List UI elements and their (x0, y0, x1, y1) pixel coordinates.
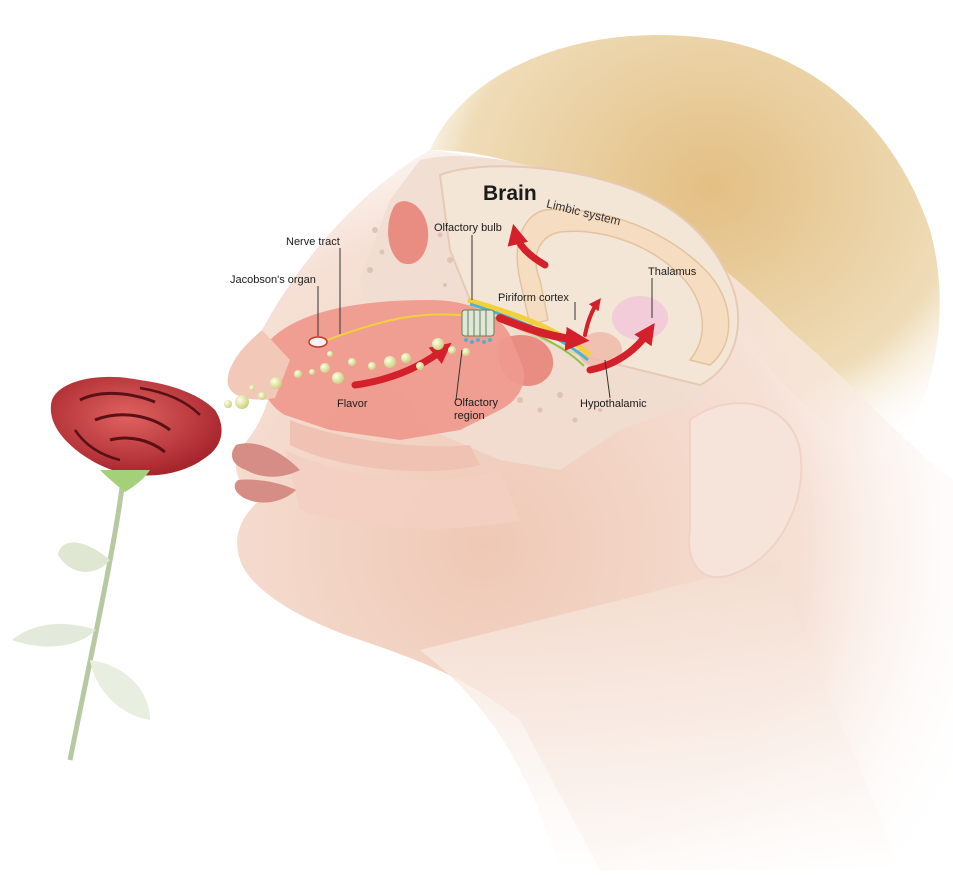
hypothalamic-label: Hypothalamic (580, 398, 647, 411)
jacobsons-organ-label: Jacobson's organ (230, 274, 316, 287)
rose-stem (70, 488, 122, 760)
olfactory-bulb-label: Olfactory bulb (434, 222, 502, 235)
rose-leaf-3 (90, 660, 150, 720)
olfactory-region-line1: Olfactory (454, 397, 534, 410)
brain-label: Brain (483, 182, 537, 206)
rose-leaf-1 (58, 543, 110, 572)
nerve-tract-label: Nerve tract (286, 236, 340, 249)
jacobsons-organ (309, 337, 327, 347)
flavor-label: Flavor (337, 398, 368, 411)
rose-leaf-2 (12, 624, 96, 647)
rose-bloom (51, 377, 222, 492)
olfactory-receptors (462, 310, 494, 344)
olfactory-region-label: Olfactory region (454, 397, 534, 423)
piriform-cortex-label: Piriform cortex (498, 292, 569, 305)
olfactory-region-line2: region (454, 410, 534, 423)
thalamus (612, 296, 668, 340)
thalamus-label: Thalamus (648, 266, 696, 279)
